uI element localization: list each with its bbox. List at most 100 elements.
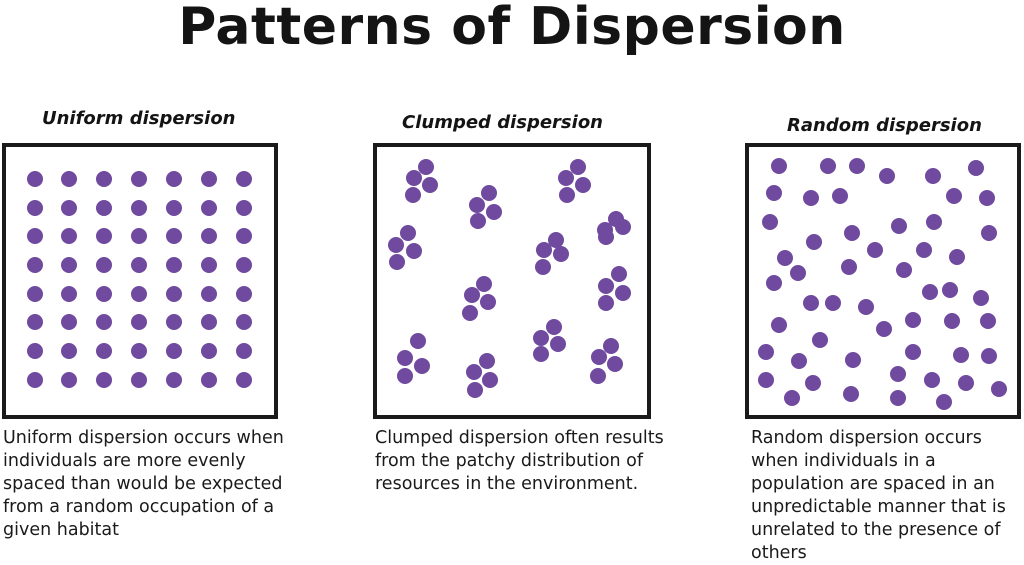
clumped-dot	[388, 237, 404, 253]
random-dot	[771, 158, 787, 174]
clumped-dot	[598, 278, 614, 294]
random-dot	[944, 313, 960, 329]
random-dot	[981, 225, 997, 241]
uniform-dot	[236, 200, 252, 216]
clumped-dot	[536, 242, 552, 258]
random-dot	[867, 242, 883, 258]
random-dot	[825, 295, 841, 311]
clumped-dot	[559, 187, 575, 203]
uniform-dots	[27, 171, 252, 388]
uniform-dot	[96, 228, 112, 244]
random-dot	[844, 225, 860, 241]
clumped-dot	[558, 170, 574, 186]
clumped-dot	[414, 358, 430, 374]
uniform-dot	[96, 372, 112, 388]
uniform-dot	[27, 171, 43, 187]
uniform-dot	[131, 171, 147, 187]
uniform-dot	[27, 228, 43, 244]
clumped-box	[373, 143, 651, 419]
uniform-dot	[201, 200, 217, 216]
uniform-caption: Uniform dispersion occurs when individua…	[3, 428, 284, 540]
clumped-dot	[422, 177, 438, 193]
random-dot	[924, 372, 940, 388]
clumped-dot	[466, 364, 482, 380]
random-dot	[879, 168, 895, 184]
clumped-dot	[611, 266, 627, 282]
clumped-dot	[546, 319, 562, 335]
uniform-dot	[236, 343, 252, 359]
clumped-dot	[533, 346, 549, 362]
random-dot	[849, 158, 865, 174]
random-dot	[958, 375, 974, 391]
clumped-dot	[486, 204, 502, 220]
clumped-dot	[482, 372, 498, 388]
random-dot	[953, 347, 969, 363]
random-dot	[942, 282, 958, 298]
uniform-dot	[201, 372, 217, 388]
uniform-dot	[96, 171, 112, 187]
clumped-dot	[548, 232, 564, 248]
uniform-dot	[96, 286, 112, 302]
uniform-dot	[96, 200, 112, 216]
uniform-dot	[166, 314, 182, 330]
random-dot	[922, 284, 938, 300]
random-dot	[905, 344, 921, 360]
random-dot	[946, 188, 962, 204]
uniform-dot	[61, 286, 77, 302]
random-dot	[790, 265, 806, 281]
uniform-dot	[201, 257, 217, 273]
random-dot	[896, 262, 912, 278]
clumped-dot	[575, 177, 591, 193]
random-dots	[758, 158, 1007, 410]
uniform-dot	[236, 286, 252, 302]
clumped-dot	[533, 330, 549, 346]
random-dot	[771, 317, 787, 333]
random-dot	[820, 158, 836, 174]
clumped-dot	[481, 185, 497, 201]
uniform-dot	[236, 171, 252, 187]
uniform-dot	[201, 314, 217, 330]
uniform-dot	[61, 171, 77, 187]
uniform-dot	[166, 286, 182, 302]
clumped-dot	[406, 243, 422, 259]
clumped-dot	[476, 276, 492, 292]
uniform-dot	[131, 314, 147, 330]
uniform-dot	[61, 257, 77, 273]
uniform-dot	[131, 257, 147, 273]
clumped-heading: Clumped dispersion	[402, 112, 603, 133]
uniform-dot	[27, 343, 43, 359]
clumped-dot	[462, 305, 478, 321]
uniform-dot	[236, 228, 252, 244]
uniform-dot	[131, 200, 147, 216]
clumped-dot	[480, 294, 496, 310]
random-dot	[891, 218, 907, 234]
clumped-dot	[397, 350, 413, 366]
random-heading: Random dispersion	[787, 115, 982, 136]
uniform-dot	[166, 257, 182, 273]
uniform-dot	[96, 314, 112, 330]
random-dot	[758, 344, 774, 360]
random-dot	[858, 299, 874, 315]
uniform-dot	[166, 200, 182, 216]
clumped-dot	[479, 353, 495, 369]
random-dot	[841, 259, 857, 275]
random-dot	[973, 290, 989, 306]
uniform-dot	[236, 257, 252, 273]
random-dot	[791, 353, 807, 369]
uniform-dot	[27, 200, 43, 216]
clumped-dot	[405, 187, 421, 203]
random-dot	[803, 190, 819, 206]
random-dot	[890, 366, 906, 382]
random-dot	[905, 312, 921, 328]
random-dot	[784, 390, 800, 406]
random-dot	[762, 214, 778, 230]
uniform-heading: Uniform dispersion	[42, 108, 236, 129]
uniform-dot	[96, 257, 112, 273]
random-dot	[876, 321, 892, 337]
uniform-dot	[166, 372, 182, 388]
page-title: Patterns of Dispersion	[178, 0, 846, 57]
uniform-dot	[236, 372, 252, 388]
random-dot	[991, 381, 1007, 397]
clumped-dot	[406, 170, 422, 186]
uniform-dot	[27, 372, 43, 388]
